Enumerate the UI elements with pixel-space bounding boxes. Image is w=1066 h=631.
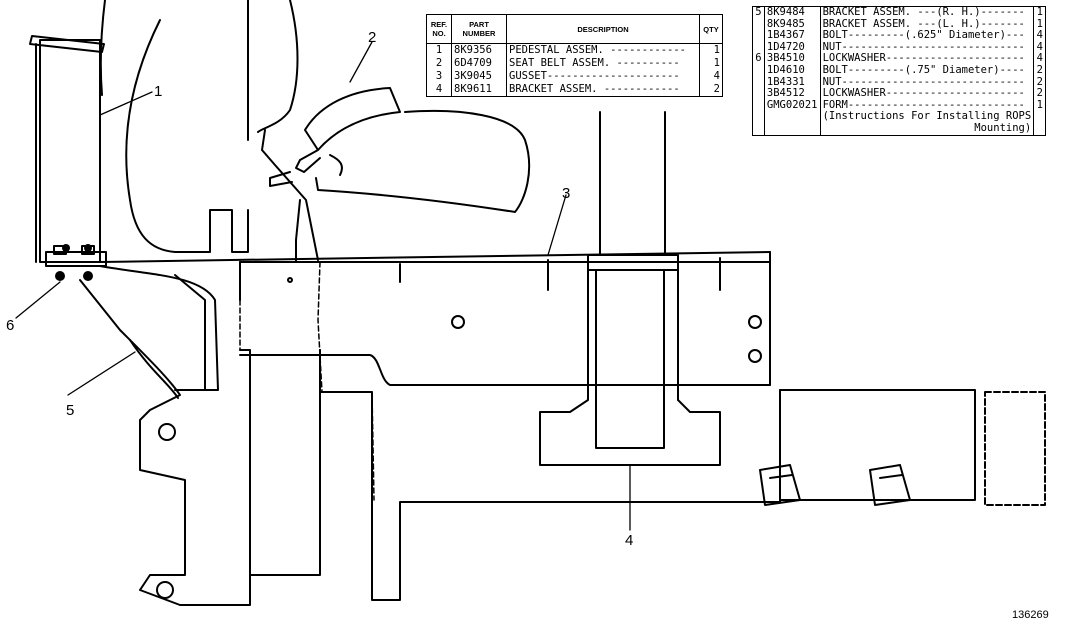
figure-number: 136269 bbox=[1012, 609, 1049, 621]
table-row: 3 3K9045 GUSSET--------------------- 4 bbox=[426, 70, 723, 83]
pedestal-assembly bbox=[29, 35, 107, 267]
parts-table-1: REF. NO. PART NUMBER DESCRIPTION QTY 1 8… bbox=[426, 14, 723, 97]
seat-belt-assembly bbox=[261, 87, 531, 263]
table-row: 6 3B4510 LOCKWASHER---------------------… bbox=[752, 53, 1046, 65]
table-row: Mounting) bbox=[752, 122, 1046, 136]
seat-outline bbox=[99, 0, 299, 253]
note-line-1: (Instructions For Installing ROPS bbox=[820, 111, 1035, 123]
bolt-hardware bbox=[55, 244, 93, 281]
table-row: (Instructions For Installing ROPS bbox=[752, 111, 1046, 123]
table-row: 2 6D4709 SEAT BELT ASSEM. ---------- 1 bbox=[426, 57, 723, 70]
leader-lines bbox=[15, 41, 631, 531]
table-row: 1 8K9356 PEDESTAL ASSEM. ------------ 1 bbox=[426, 43, 723, 57]
parts-table-2: 5 8K9484 BRACKET ASSEM. ---(R. H.)------… bbox=[752, 6, 1046, 136]
table-row: 1B4331 NUT----------------------------- … bbox=[752, 76, 1046, 89]
table-row: 5 8K9484 BRACKET ASSEM. ---(R. H.)------… bbox=[752, 6, 1046, 19]
table-row: 4 8K9611 BRACKET ASSEM. ------------ 2 bbox=[426, 83, 723, 97]
frame bbox=[79, 265, 1046, 606]
table-row: 3B4512 LOCKWASHER---------------------- … bbox=[752, 88, 1046, 100]
callout-5: 5 bbox=[66, 402, 74, 419]
table-row: 1B4367 BOLT---------(.625" Diameter)--- … bbox=[752, 30, 1046, 42]
callout-4: 4 bbox=[625, 532, 633, 549]
callout-3: 3 bbox=[562, 185, 570, 202]
bracket-assembly bbox=[539, 111, 721, 466]
table-row: 1D4720 NUT----------------------------- … bbox=[752, 41, 1046, 54]
callout-1: 1 bbox=[154, 83, 162, 100]
table-row: 8K9485 BRACKET ASSEM. ---(L. H.)------- … bbox=[752, 18, 1046, 31]
col-part: PART NUMBER bbox=[451, 14, 507, 44]
col-desc: DESCRIPTION bbox=[506, 14, 700, 44]
break-lines bbox=[239, 261, 375, 501]
mounting-plate bbox=[99, 251, 771, 386]
note-line-2: Mounting) bbox=[820, 122, 1035, 136]
col-ref: REF. NO. bbox=[426, 14, 452, 44]
callout-6: 6 bbox=[6, 317, 14, 334]
table-row: 1D4610 BOLT---------(.75" Diameter)---- … bbox=[752, 64, 1046, 77]
col-qty: QTY bbox=[699, 14, 723, 44]
table-row: GMG02021 FORM---------------------------… bbox=[752, 99, 1046, 112]
callout-2: 2 bbox=[368, 29, 376, 46]
